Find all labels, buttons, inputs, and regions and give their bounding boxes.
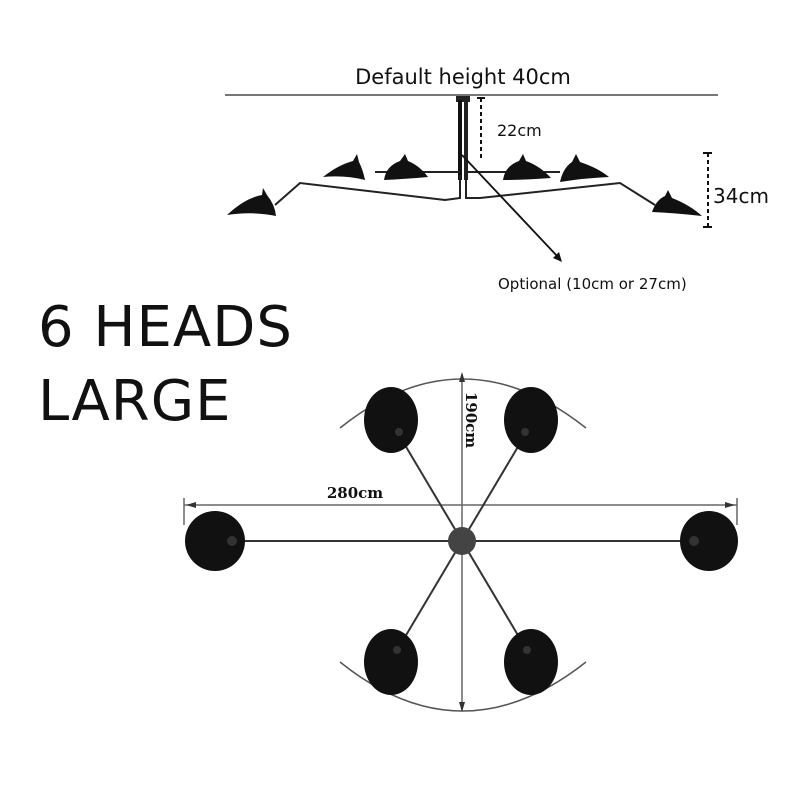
lamp-head-side bbox=[227, 188, 276, 216]
size-title: LARGE bbox=[38, 369, 232, 434]
lamp-head-top bbox=[680, 511, 738, 571]
lamp-head-side bbox=[503, 154, 551, 180]
lamp-head-side bbox=[652, 190, 702, 216]
default-height-label: Default height 40cm bbox=[355, 65, 571, 89]
lamp-head-top bbox=[504, 629, 558, 695]
center-canopy bbox=[448, 527, 476, 555]
stem-right bbox=[464, 100, 468, 180]
lamp-head-top bbox=[185, 511, 245, 571]
lamp-head-top bbox=[364, 629, 418, 695]
lamp-head-side bbox=[560, 154, 609, 182]
width-label: 280cm bbox=[327, 484, 383, 502]
canopy bbox=[456, 96, 470, 102]
heads-count-title: 6 HEADS bbox=[38, 295, 293, 360]
lamp-head-side bbox=[323, 154, 365, 180]
lamp-head-top bbox=[364, 387, 418, 453]
side-lamp-heads bbox=[227, 154, 702, 216]
side-view: Default height 40cm 22cm bbox=[225, 65, 769, 293]
arm-height-label: 34cm bbox=[713, 184, 769, 208]
stem-label: 22cm bbox=[497, 121, 542, 140]
optional-arrow bbox=[461, 154, 559, 258]
optional-label: Optional (10cm or 27cm) bbox=[498, 275, 687, 293]
top-view: 280cm 190cm bbox=[183, 372, 738, 712]
top-lamp-heads bbox=[185, 387, 738, 695]
lamp-head-top bbox=[504, 387, 558, 453]
stem-left bbox=[458, 100, 462, 180]
lamp-head-side bbox=[384, 154, 428, 180]
depth-label: 190cm bbox=[462, 392, 480, 448]
